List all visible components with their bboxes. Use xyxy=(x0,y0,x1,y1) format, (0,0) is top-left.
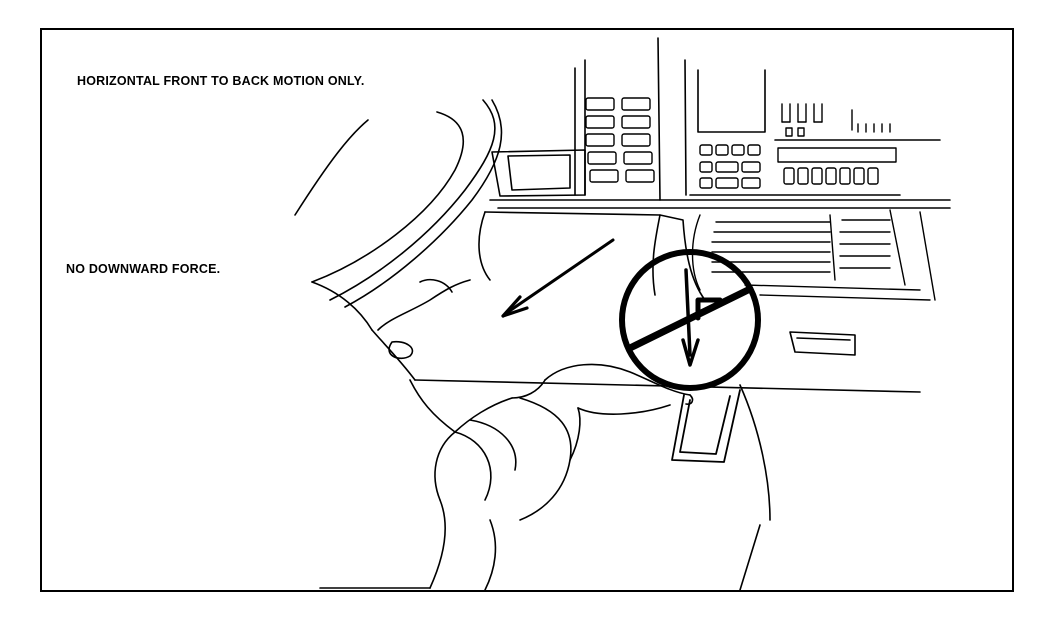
caption-force: NO DOWNWARD FORCE. xyxy=(66,262,221,276)
air-vent xyxy=(691,209,936,301)
steering-wheel-lines xyxy=(294,99,503,331)
diagonal-arrow-icon xyxy=(501,238,615,318)
dash-slot xyxy=(789,331,856,356)
diagram-frame xyxy=(40,28,1014,592)
release-lever xyxy=(671,389,741,463)
no-symbol-icon xyxy=(619,249,761,391)
caption-motion: HORIZONTAL FRONT TO BACK MOTION ONLY. xyxy=(77,74,365,88)
display-panel xyxy=(491,149,586,197)
hand-illustration xyxy=(319,278,694,591)
button-cluster-left xyxy=(585,97,655,183)
control-panel-right xyxy=(699,103,897,189)
dashboard-upper xyxy=(489,37,951,209)
